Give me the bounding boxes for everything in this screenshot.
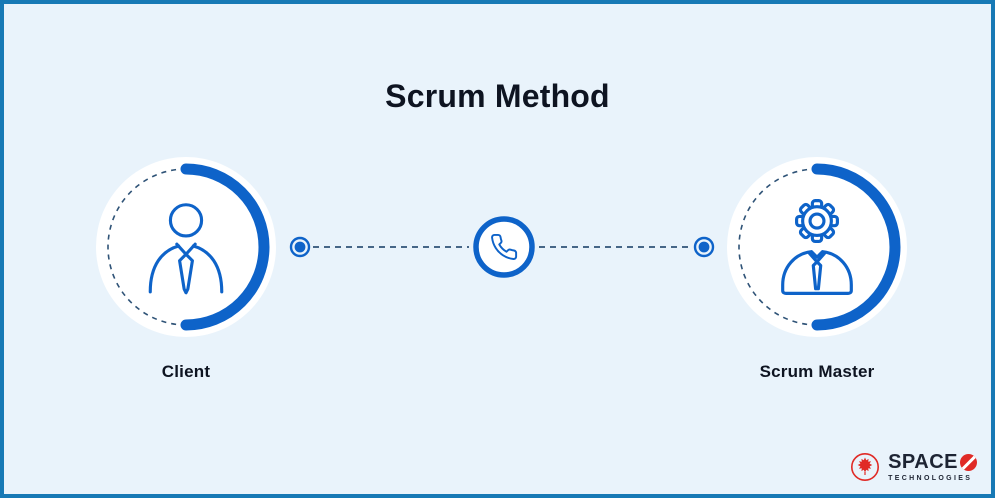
scrum-master-label: Scrum Master: [759, 362, 875, 381]
logo-subtitle: TECHNOLOGIES: [888, 475, 973, 482]
connector-dot-left: [289, 236, 311, 258]
logo-brand: SPACE: [888, 451, 958, 473]
phone-icon: [491, 233, 518, 260]
diagram-title: Scrum Method: [385, 78, 610, 114]
client-node: [91, 152, 281, 342]
spaceo-logo: SPACE Ø TECHNOLOGIES: [850, 452, 977, 482]
gear-person-icon: [781, 199, 853, 295]
maple-leaf-icon: [851, 453, 880, 481]
person-tie-icon: [148, 203, 224, 295]
client-label: Client: [161, 362, 211, 381]
scrum-master-node: [722, 152, 912, 342]
client-circle: [96, 157, 276, 337]
connector-dot-right: [693, 236, 715, 258]
phone-circle: [473, 216, 535, 278]
scrum-master-circle: [727, 157, 907, 337]
gear-icon: [795, 199, 839, 244]
connector: [289, 216, 715, 278]
logo-o-slash-icon: Ø: [960, 453, 977, 471]
